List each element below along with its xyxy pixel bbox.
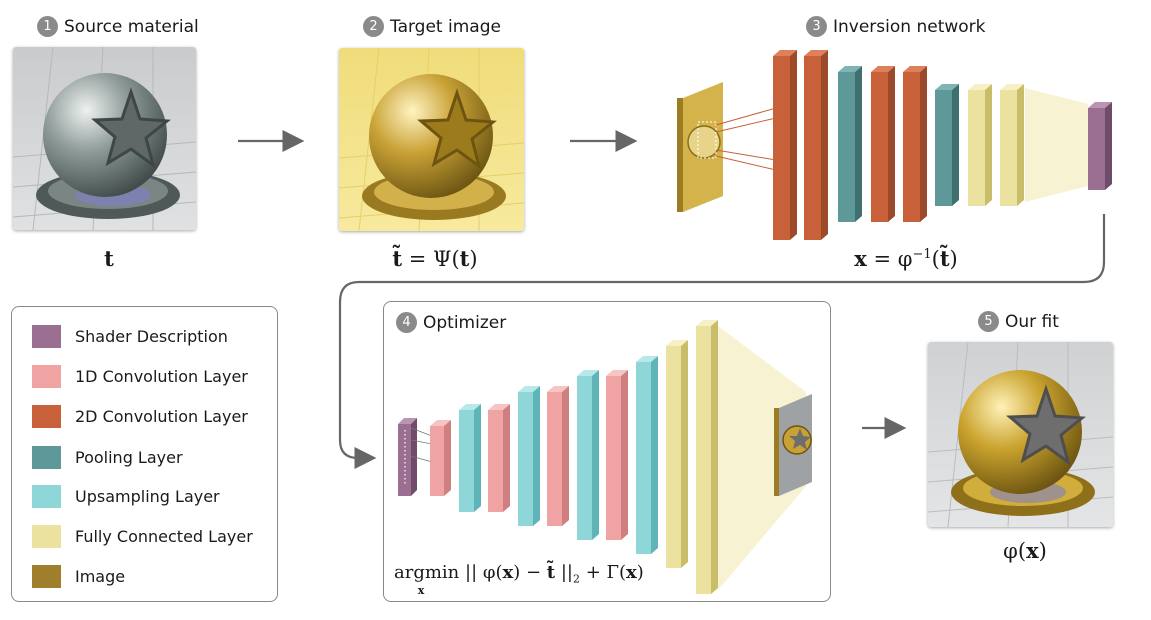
step-3-label: Inversion network xyxy=(833,16,986,37)
fully-connected-block xyxy=(1000,90,1017,206)
our-fit-image xyxy=(928,342,1113,527)
legend-item-upsampling: Upsampling Layer xyxy=(32,485,220,508)
legend-swatch xyxy=(32,525,61,548)
step-number-badge: 3 xyxy=(806,16,827,37)
source-math-label: t xyxy=(104,246,114,271)
upsampling-block xyxy=(518,392,533,526)
legend-swatch xyxy=(32,325,61,348)
optimizer-argmin-subscript: x xyxy=(417,584,425,597)
step-number-badge: 5 xyxy=(978,311,999,332)
conv1d-block xyxy=(488,410,503,512)
legend-item-shader: Shader Description xyxy=(32,325,228,348)
shader-description-block xyxy=(398,424,411,496)
target-math-label: t̃ = Ψ(t) xyxy=(392,246,478,271)
optimizer-panel xyxy=(383,301,831,602)
step-2-label: Target image xyxy=(390,16,501,37)
legend-label: Shader Description xyxy=(75,327,228,346)
legend-swatch xyxy=(32,446,61,469)
step-5-label: Our fit xyxy=(1005,311,1059,332)
step-4-label: Optimizer xyxy=(423,312,507,333)
step-4-header: 4 Optimizer xyxy=(396,312,506,333)
layer-legend: Shader Description 1D Convolution Layer … xyxy=(11,306,278,602)
target-image xyxy=(339,48,524,231)
step-number-badge: 2 xyxy=(363,16,384,37)
conv1d-block xyxy=(430,426,444,496)
step-3-header: 3 Inversion network xyxy=(806,16,986,37)
legend-item-image: Image xyxy=(32,565,125,588)
legend-label: Fully Connected Layer xyxy=(75,527,253,546)
optimizer-objective-label: argmin || φ(x) − t̃ ||2 + Γ(x) xyxy=(394,562,644,586)
legend-label: 2D Convolution Layer xyxy=(75,407,248,426)
legend-label: 1D Convolution Layer xyxy=(75,367,248,386)
legend-swatch xyxy=(32,365,61,388)
fully-connected-block xyxy=(666,346,681,568)
conv2d-block xyxy=(903,72,920,222)
conv1d-block xyxy=(547,392,562,526)
legend-item-pooling: Pooling Layer xyxy=(32,446,183,469)
pooling-block xyxy=(838,72,855,222)
fully-connected-block xyxy=(968,90,985,206)
legend-swatch xyxy=(32,565,61,588)
upsampling-block xyxy=(636,362,651,554)
legend-item-conv1d: 1D Convolution Layer xyxy=(32,365,248,388)
step-2-header: 2 Target image xyxy=(363,16,501,37)
legend-swatch xyxy=(32,405,61,428)
step-number-badge: 4 xyxy=(396,312,417,333)
fully-connected-block xyxy=(696,326,711,594)
legend-label: Image xyxy=(75,567,126,586)
legend-label: Upsampling Layer xyxy=(75,487,220,506)
source-material-image xyxy=(13,47,196,230)
step-1-header: 1 Source material xyxy=(37,16,199,37)
conv2d-block xyxy=(773,56,790,240)
legend-item-fully-connected: Fully Connected Layer xyxy=(32,525,253,548)
legend-swatch xyxy=(32,485,61,508)
step-5-header: 5 Our fit xyxy=(978,311,1059,332)
step-number-badge: 1 xyxy=(37,16,58,37)
fit-math-label: φ(x) xyxy=(1003,538,1047,563)
upsampling-block xyxy=(459,410,474,512)
upsampling-block xyxy=(577,376,592,540)
conv2d-block xyxy=(804,56,821,240)
step-1-label: Source material xyxy=(64,16,199,37)
inversion-math-label: x = φ−1(t̃) xyxy=(854,246,958,271)
legend-label: Pooling Layer xyxy=(75,448,183,467)
conv2d-block xyxy=(871,72,888,222)
shader-description-block xyxy=(1088,108,1105,190)
optimizer-network xyxy=(398,320,812,594)
pooling-block xyxy=(935,90,952,206)
conv1d-block xyxy=(606,376,621,540)
legend-item-conv2d: 2D Convolution Layer xyxy=(32,405,248,428)
inversion-network xyxy=(677,50,1112,240)
curved-connector-arrow-icon xyxy=(338,214,1106,469)
